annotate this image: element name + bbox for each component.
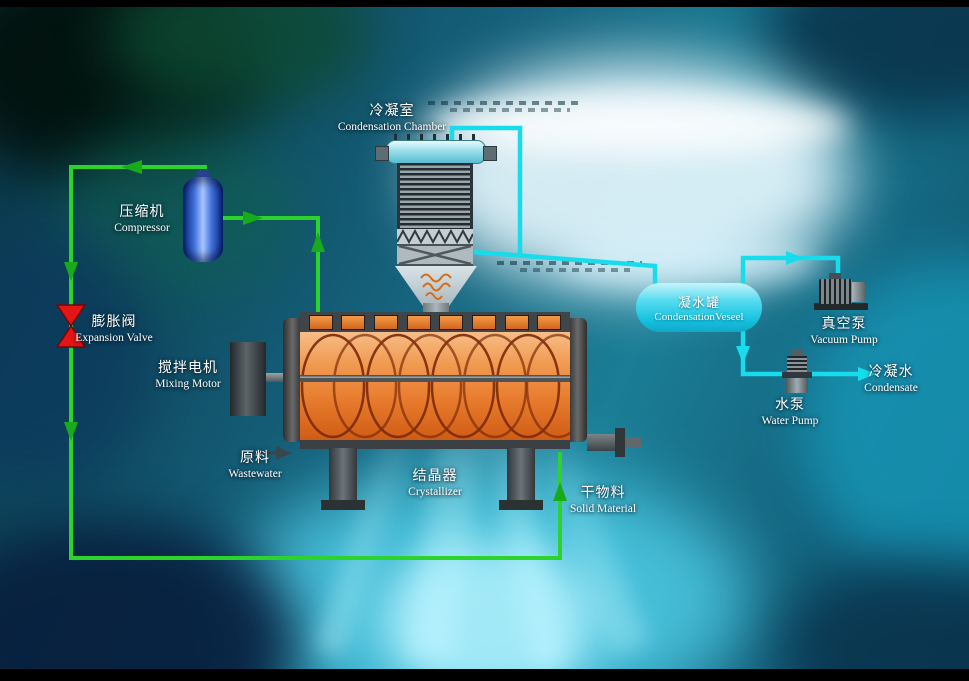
label-mixing-motor: 搅拌电机 Mixing Motor — [155, 361, 221, 390]
bg-dash-artifact — [497, 261, 642, 265]
chamber-lid-bolts — [394, 134, 476, 141]
crystallizer-foot — [321, 500, 365, 510]
flow-arrow-down — [64, 422, 78, 441]
flow-arrow-left — [121, 160, 142, 174]
solid-discharge-stub — [625, 437, 641, 448]
crystallizer-foot — [499, 500, 543, 510]
label-condensation-chamber: 冷凝室 Condensation Chamber — [337, 104, 447, 133]
label-wastewater: 原料 Wastewater — [228, 451, 282, 480]
chamber-zigzag-coil — [396, 228, 474, 245]
flow-arrow-up — [311, 232, 325, 252]
crystallizer-endcap-left — [283, 318, 302, 442]
crystallizer-body — [300, 332, 591, 440]
refrigerant-pipe-compressor-to-jacket — [223, 216, 320, 316]
crystallizer-bottom — [300, 440, 570, 449]
flow-arrow-down — [736, 346, 750, 364]
solid-discharge-pipe — [587, 434, 617, 451]
agitator-shaft — [300, 375, 570, 382]
condensation-vessel: 凝水罐 CondensationVeseel — [636, 283, 762, 332]
expansion-valve — [55, 304, 87, 328]
vacuum-pump — [819, 279, 852, 304]
label-crystallizer: 结晶器 Crystallizer — [408, 469, 462, 498]
crystallizer-top-flange — [300, 312, 570, 332]
water-pump-body — [786, 378, 808, 393]
condensation-chamber-fins — [397, 163, 473, 229]
water-pump-cap — [791, 349, 803, 357]
label-solid-material: 干物料 Solid Material — [569, 486, 637, 515]
condensate-pipe-to-pump — [740, 324, 784, 377]
flow-arrow-right — [858, 367, 876, 381]
expansion-valve — [55, 324, 87, 348]
vessel-label-en: CondensationVeseel — [654, 311, 744, 323]
flow-arrow-up — [553, 482, 567, 501]
label-expansion-valve: 膨胀阀 Expansion Valve — [75, 315, 153, 344]
vacuum-pump-base — [814, 303, 868, 310]
vapor-pipe-to-vessel — [473, 249, 658, 292]
label-condensate: 冷凝水 Condensate — [864, 365, 918, 394]
bottom-black-bar — [0, 669, 969, 681]
solid-discharge-flange — [615, 428, 625, 457]
chamber-side-flange — [375, 146, 389, 161]
flow-arrow-right — [243, 211, 263, 225]
water-pump-flange — [782, 372, 812, 378]
label-compressor: 压缩机 Compressor — [114, 205, 170, 234]
condensation-chamber-lid — [386, 140, 486, 164]
vessel-label-zh: 凝水罐 — [677, 295, 720, 310]
chamber-x-brace — [397, 244, 473, 266]
label-water-pump: 水泵 Water Pump — [761, 398, 819, 427]
compressor-fitting — [197, 169, 209, 179]
flow-arrow-down — [64, 262, 78, 281]
water-pump — [787, 356, 807, 373]
crystallizer-endcap-right — [568, 318, 587, 442]
chamber-side-flange — [483, 146, 497, 161]
compressor — [183, 177, 223, 262]
bg-dash-artifact — [520, 268, 630, 272]
label-vacuum-pump: 真空泵 Vacuum Pump — [810, 317, 878, 346]
flow-arrow-right — [786, 251, 804, 265]
top-black-bar — [0, 0, 969, 7]
bg-dash-artifact — [450, 108, 570, 112]
vacuum-pump-head — [852, 282, 865, 302]
crystallizer-leg — [507, 448, 535, 504]
crystallizer-leg — [329, 448, 357, 504]
bg-dash-artifact — [428, 101, 578, 105]
mixing-motor — [230, 342, 266, 416]
vacuum-pump-cap — [829, 273, 841, 280]
bg-white-streak — [430, 95, 850, 155]
wastewater-inlet-arrow — [276, 446, 292, 460]
